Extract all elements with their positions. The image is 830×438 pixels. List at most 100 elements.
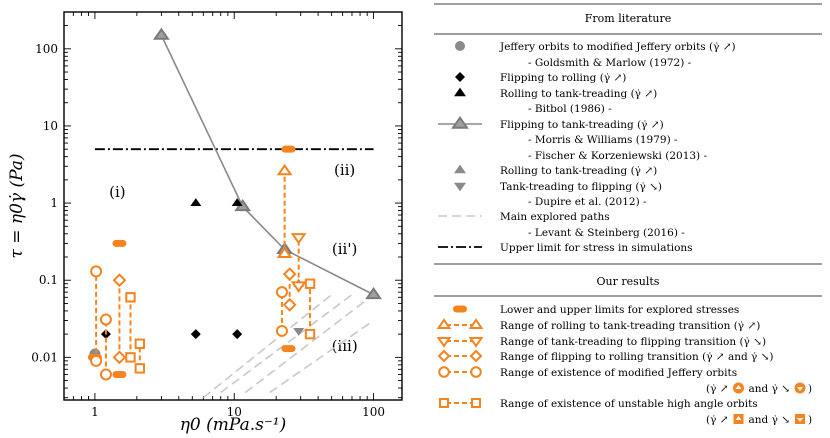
rolling-to-tank-bitbol-marker <box>231 198 243 207</box>
region-label: (ii) <box>334 161 355 179</box>
plot-frame <box>63 11 403 401</box>
unstable-high-marker <box>125 292 136 303</box>
tank-to-flipping-high-marker <box>290 233 307 245</box>
legend-jeffery-down-arrow <box>797 387 804 391</box>
y-tick-label: 0.1 <box>39 273 58 287</box>
legend-results-text: Range of tank-treading to flipping trans… <box>500 335 766 348</box>
stress-limit-marker <box>112 239 127 247</box>
legend-roll-tank-icon <box>468 318 484 329</box>
legend-literature-text: - Goldsmith & Marlow (1972) - <box>528 57 692 69</box>
legend-literature-text: Main explored paths <box>500 211 610 223</box>
unstable-low-marker <box>134 363 146 374</box>
unstable-low-marker <box>125 352 136 363</box>
legend-results-text: Lower and upper limits for explored stre… <box>500 304 739 316</box>
region-label: (ii') <box>332 240 357 258</box>
legend-literature-text: Tank-treading to flipping (γ̇ ↘) <box>500 180 662 193</box>
legend-literature-text: - Dupire et al. (2012) - <box>528 196 647 208</box>
y-tick-label: 0.01 <box>31 350 58 364</box>
jeffery-high-marker <box>99 313 112 326</box>
legend-flip-tank-icon <box>451 115 469 129</box>
legend-subrow-text: (γ̇ ↗ <box>706 382 729 395</box>
rolling-to-tank-low-marker <box>276 246 293 259</box>
x-axis-label: η0 (mPa.s⁻¹) <box>180 415 287 435</box>
flipping-to-rolling-low-marker <box>282 297 297 312</box>
region-label: (i) <box>109 183 126 201</box>
flipping-to-tank-marker <box>365 287 382 300</box>
stress-limit-marker <box>281 345 296 353</box>
legend-roll-tank-bitbol-icon <box>454 87 466 97</box>
legend-flip-roll-range-icon <box>469 349 483 363</box>
jeffery-low-marker <box>90 354 103 367</box>
flipping-to-rolling-marker <box>232 329 243 340</box>
legend-results-text: Range of existence of unstable high angl… <box>500 398 758 410</box>
legend-stress-limit-icon <box>453 305 467 313</box>
legend-literature-text: Jeffery orbits to modified Jeffery orbit… <box>499 40 736 53</box>
flipping-to-rolling-high-marker <box>282 267 297 282</box>
unstable-low-marker <box>304 328 316 340</box>
legend-literature-text: - Levant & Steinberg (2016) - <box>528 227 685 239</box>
unstable-high-marker <box>134 338 146 349</box>
legend-literature-text: Upper limit for stress in simulations <box>500 242 693 254</box>
stress-limit-marker <box>281 145 296 153</box>
tank-to-flipping-dupire-marker <box>293 327 305 336</box>
x-tick-label: 1 <box>91 405 99 419</box>
legend-flip-roll-icon <box>455 72 465 82</box>
legend-literature-text: - Morris & Williams (1979) - <box>528 134 678 146</box>
flipping-to-tank-marker <box>152 27 170 40</box>
rolling-to-tank-bitbol-marker <box>190 198 202 207</box>
legend-tank-flip-icon <box>468 337 484 348</box>
jeffery-high-marker <box>90 265 103 278</box>
flipping-to-tank-line <box>160 34 374 296</box>
jeffery-low-marker <box>275 324 288 337</box>
flipping-to-rolling-low-marker <box>112 350 127 365</box>
rolling-to-tank-high-marker <box>276 163 293 176</box>
legend-literature-text: - Bitbol (1986) - <box>528 103 612 115</box>
legend-unstable-down-arrow <box>797 418 804 422</box>
legend-jeffery-up-arrow <box>735 385 742 389</box>
legend-unstable-up-arrow <box>735 416 742 420</box>
legend-subrow-text: and γ̇ ↘ <box>749 382 791 395</box>
legend-subrow-text: (γ̇ ↗ <box>706 413 729 426</box>
main-path-line <box>202 294 333 399</box>
legend-literature-text: Flipping to rolling (γ̇ ↗) <box>500 71 626 84</box>
jeffery-low-marker <box>99 368 112 381</box>
legend-roll-tank-icon <box>436 318 452 329</box>
legend-subrow-text: ) <box>808 414 812 426</box>
legend-subrow-text: ) <box>808 383 812 395</box>
y-tick-label: 1 <box>50 196 58 210</box>
legend-results-text: Range of rolling to tank-treading transi… <box>500 319 760 332</box>
legend-literature-text: - Fischer & Korzeniewski (2013) - <box>528 150 707 162</box>
stress-limit-marker <box>112 370 127 378</box>
legend-literature-text: Rolling to tank-treading (γ̇ ↗) <box>500 87 657 100</box>
flipping-to-rolling-high-marker <box>112 273 127 288</box>
legend-header-literature: From literature <box>585 12 672 25</box>
region-label: (iii) <box>332 337 358 355</box>
plot-area: 1 10 100 0.01 0.1 1 10 100 η0 (mPa.s⁻¹) τ = η0γ̇ … <box>7 11 403 435</box>
flipping-to-rolling-marker <box>190 329 201 340</box>
legend-results-text: Range of flipping to rolling transition … <box>500 350 774 363</box>
legend-header-results: Our results <box>597 275 660 288</box>
legend-tank-flip-dupire-icon <box>454 182 466 192</box>
legend-subrow-text: and γ̇ ↘ <box>749 413 791 426</box>
tank-to-flipping-low-marker <box>290 281 307 293</box>
y-axis-label: τ = η0γ̇ (Pa) <box>7 153 27 258</box>
x-tick-label: 100 <box>362 405 385 419</box>
legend-jeffery-range-icon <box>470 366 482 378</box>
legend-roll-tank-dupire-icon <box>454 164 466 174</box>
legend-literature-text: Flipping to tank-treading (γ̇ ↗) <box>500 118 664 131</box>
y-tick-label: 100 <box>35 42 58 56</box>
legend-tank-flip-icon <box>436 337 452 348</box>
jeffery-high-marker <box>275 286 288 299</box>
legend-jeffery-lit-icon <box>455 41 465 51</box>
legend-unstable-range-icon <box>471 398 481 408</box>
legend-literature-text: Rolling to tank-treading (γ̇ ↗) <box>500 164 657 177</box>
legend-unstable-range-icon <box>439 398 449 408</box>
main-path-line <box>269 319 375 394</box>
x-tick-label: 10 <box>227 405 242 419</box>
legend-jeffery-range-icon <box>438 366 450 378</box>
y-tick-label: 10 <box>43 119 58 133</box>
legend-flip-roll-range-icon <box>437 349 451 363</box>
main-path-line <box>244 294 375 394</box>
